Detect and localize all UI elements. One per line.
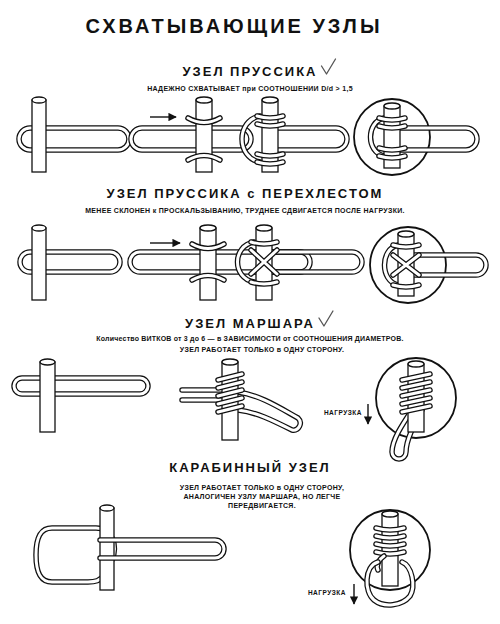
marshard-step-2 [182,359,300,440]
carabiner-detail [382,511,398,517]
cross-prusik-step-2 [192,244,224,280]
marshard-step-1 [40,359,55,432]
load-label: НАГРУЗКА [308,589,346,597]
cross-prusik-step-3 [256,225,272,231]
marshard-step-2 [218,374,242,412]
marshard-step-2 [222,359,238,365]
marshard-step-1 [14,359,148,432]
section-heading: УЗЕЛ ПРУССИКА [182,64,317,80]
prusik-detail [354,99,477,175]
cross-prusik-detail [370,227,446,303]
cross-prusik-step-2 [192,244,224,280]
check-mark [322,59,336,74]
prusik-step-1 [32,97,46,103]
marshard-step-1 [14,378,148,394]
prusik-step-1 [32,97,46,172]
page-title: СХВАТЫВАЮЩИЕ УЗЛЫ [86,14,383,39]
marshard-detail [402,374,430,412]
marshard-step-1 [40,359,55,365]
prusik-step-3 [262,97,278,172]
carabiner-step-1 [100,540,224,558]
marshard-step-1 [40,362,55,432]
marshard-step-2 [218,374,242,412]
load-arrow [353,584,354,604]
prusik-step-3 [257,116,283,164]
load-label: НАГРУЗКА [324,409,362,417]
cross-prusik-step-3 [238,225,363,300]
prusik-step-2 [131,128,251,150]
marshard-detail [408,361,424,367]
cross-prusik-step-2 [130,252,310,272]
cross-prusik-step-1 [32,225,46,300]
marshard-step-1 [14,378,148,394]
carabiner-detail [350,510,430,605]
check-mark [319,311,333,326]
carabiner-step-1 [100,505,114,590]
carabiner-step-1 [100,505,114,511]
cross-prusik-step-2 [200,225,216,300]
carabiner-step-1 [100,540,224,558]
carabiner-detail [367,562,413,605]
note-text: МЕНЕЕ СКЛОНЕН к ПРОСКАЛЬЗЫВАНИЮ, ТРУДНЕЕ… [85,207,405,216]
prusik-detail [379,118,405,158]
prusik-detail [379,118,405,158]
cross-prusik-detail [393,245,419,287]
cross-prusik-step-3 [251,242,277,284]
marshard-detail [376,358,456,459]
cross-prusik-step-2 [200,228,216,300]
section-heading: УЗЕЛ МАРШАРА [185,316,315,332]
prusik-step-1 [32,100,46,172]
load-arrow [367,404,368,424]
cross-prusik-step-2 [200,225,216,231]
prusik-detail [354,99,430,175]
carabiner-detail [367,562,413,605]
prusik-step-2 [196,97,212,103]
prusik-step-1 [19,97,129,172]
prusik-step-3 [257,116,283,164]
cross-prusik-step-3 [251,242,277,284]
prusik-step-2 [150,116,176,117]
cross-prusik-step-1 [20,225,120,300]
carabiner-detail [376,528,404,554]
prusik-step-2 [131,97,251,172]
prusik-step-2 [196,97,212,172]
prusik-step-3 [262,97,278,103]
carabiner-step-1 [36,505,224,590]
cross-prusik-step-2 [130,252,310,272]
carabiner-detail [350,510,430,590]
note-text: НАДЕЖНО СХВАТЫВАЕТ при СООТНОШЕНИИ D/d >… [147,85,353,94]
note-text: Количество ВИТКОВ от 3 до 6 — в ЗАВИСИМО… [96,335,403,344]
marshard-detail [376,358,456,438]
cross-prusik-step-2 [130,225,310,300]
prusik-step-2 [188,118,220,160]
cross-prusik-step-1 [32,225,46,231]
section-heading: КАРАБИННЫЙ УЗЕЛ [169,460,330,476]
note-text: УЗЕЛ РАБОТАЕТ ТОЛЬКО в ОДНУ СТОРОНУ. [180,346,344,355]
prusik-step-3 [242,97,347,172]
note-text: УЗЕЛ РАБОТАЕТ ТОЛЬКО в ОДНУ СТОРОНУ, АНА… [168,484,356,510]
prusik-detail [384,103,400,109]
carabiner-step-1 [100,508,114,590]
cross-prusik-detail [398,231,414,237]
prusik-step-2 [188,118,220,160]
marshard-detail [402,374,430,412]
carabiner-detail [376,528,404,554]
carabiner-detail [382,514,398,586]
section-heading: УЗЕЛ ПРУССИКА с ПЕРЕХЛЕСТОМ [107,186,384,202]
cross-prusik-step-2 [150,242,180,243]
prusik-step-2 [131,128,251,150]
cross-prusik-detail [393,245,419,287]
cross-prusik-step-1 [32,228,46,300]
cross-prusik-detail [370,227,486,303]
prusik-step-2 [196,100,212,172]
